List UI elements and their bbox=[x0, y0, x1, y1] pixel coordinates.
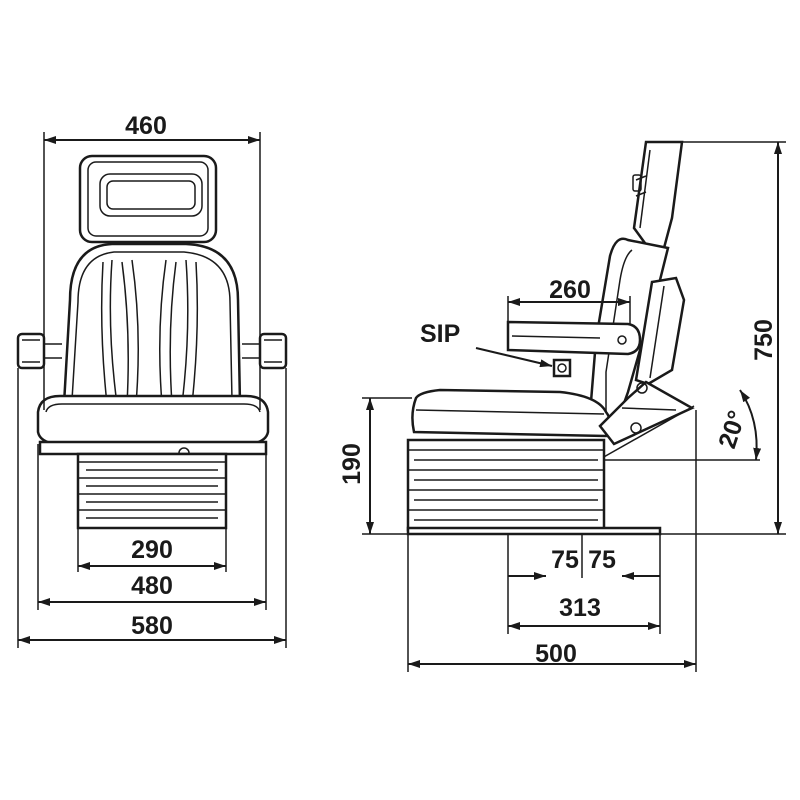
dim-label-290: 290 bbox=[131, 536, 173, 564]
dim-label-260: 260 bbox=[549, 276, 591, 304]
side-armrest bbox=[506, 320, 642, 356]
dim-label-20deg: 20° bbox=[713, 407, 751, 452]
dim-arc-20deg bbox=[739, 389, 762, 461]
dim-label-750: 750 bbox=[750, 319, 778, 361]
sip-marker bbox=[552, 358, 572, 378]
dim-label-460: 460 bbox=[125, 112, 167, 140]
front-backrest bbox=[62, 242, 242, 406]
side-tilt-mechanism bbox=[598, 380, 695, 459]
front-armrest-left bbox=[16, 332, 62, 370]
dim-label-500: 500 bbox=[535, 640, 577, 668]
side-headrest bbox=[632, 140, 684, 252]
dim-label-313: 313 bbox=[559, 594, 601, 622]
dim-label-580: 580 bbox=[131, 612, 173, 640]
dim-label-190: 190 bbox=[338, 443, 366, 485]
side-suspension-bellows bbox=[406, 438, 662, 536]
sip-label: SIP bbox=[420, 320, 460, 348]
side-seat-cushion bbox=[411, 388, 612, 438]
side-view: SIP bbox=[338, 140, 786, 672]
dim-label-480: 480 bbox=[131, 572, 173, 600]
front-headrest bbox=[78, 154, 218, 244]
dim-label-75-right: 75 bbox=[588, 546, 616, 574]
dim-label-75-left: 75 bbox=[551, 546, 579, 574]
front-view: 460 290 480 580 bbox=[16, 112, 288, 648]
front-suspension-bellows bbox=[76, 452, 228, 530]
front-seat-cushion bbox=[36, 394, 270, 446]
front-armrest-right bbox=[242, 332, 288, 370]
